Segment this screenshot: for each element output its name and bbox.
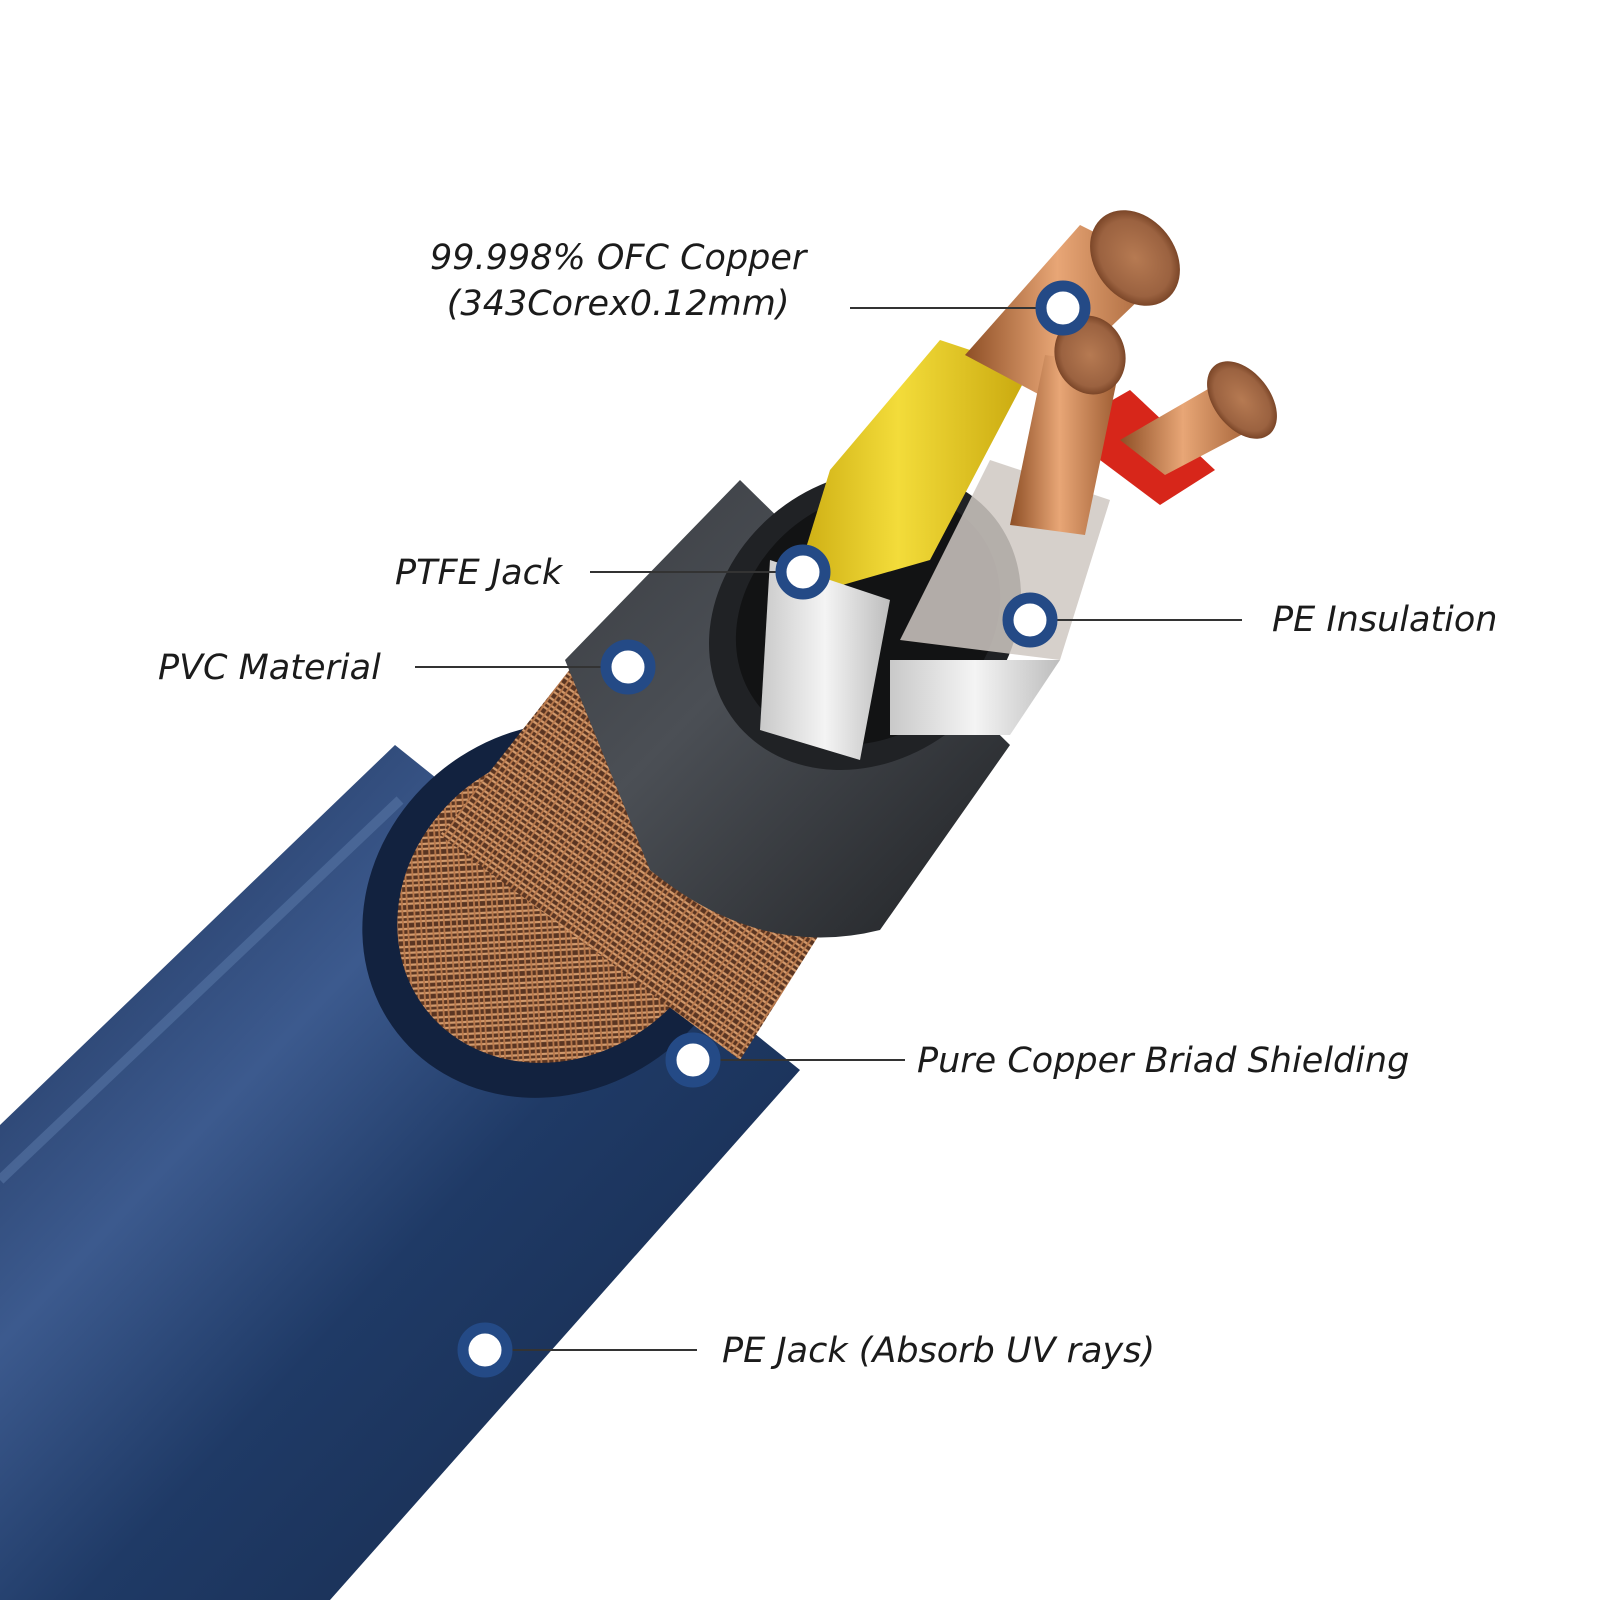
callout-ofc-copper-line2: (343Corex0.12mm) [446, 283, 790, 324]
marker-pe-jack [457, 1322, 513, 1378]
marker-copper-braid [665, 1032, 721, 1088]
callout-ofc-copper-line1: 99.998% OFC Copper [430, 238, 807, 278]
marker-ptfe-jack [775, 544, 831, 600]
marker-pe-insulation [1002, 592, 1058, 648]
callout-pe-insulation: PE Insulation [1272, 600, 1498, 640]
callout-ptfe-jack: PTFE Jack [395, 553, 563, 593]
callout-ofc-copper: 99.998% OFC Copper (343Corex0.12mm) [430, 236, 806, 327]
marker-pvc-material [600, 639, 656, 695]
callout-pvc-material: PVC Material [158, 648, 381, 688]
callout-pe-jack: PE Jack (Absorb UV rays) [722, 1331, 1156, 1371]
front-conductor [890, 315, 1126, 735]
marker-ofc-copper [1035, 280, 1091, 336]
callout-copper-braid: Pure Copper Briad Shielding [917, 1041, 1410, 1081]
